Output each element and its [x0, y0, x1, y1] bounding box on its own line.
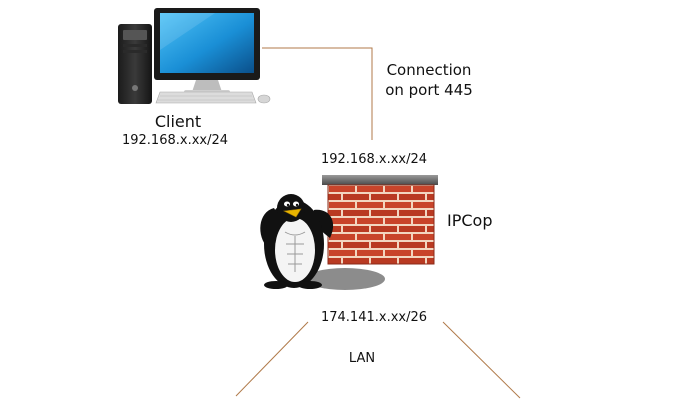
- monitor-screen: [160, 13, 254, 73]
- firewall-external-ip-label: 174.141.x.xx/26: [321, 310, 427, 325]
- client-ip-label: 192.168.x.xx/24: [122, 133, 228, 148]
- connection-label-line1: Connection: [387, 61, 472, 79]
- penguin-head: [277, 194, 305, 222]
- connector-lines: [235, 47, 521, 399]
- firewall-internal-ip-label: 192.168.x.xx/24: [321, 152, 427, 167]
- lan-label: LAN: [349, 351, 375, 366]
- client-label: Client: [155, 112, 201, 131]
- brick-wall-icon: [322, 175, 438, 265]
- desktop-computer-icon: [118, 8, 271, 104]
- penguin-beak: [282, 208, 302, 218]
- lan-link-left: [235, 321, 309, 397]
- tux-penguin-icon: [260, 194, 385, 290]
- firewall-name-label: IPCop: [447, 211, 492, 230]
- mouse: [257, 94, 271, 104]
- penguin-shadow: [305, 268, 385, 290]
- penguin-right-foot: [298, 281, 322, 289]
- brick-wall: [328, 185, 434, 264]
- lan-link-right: [442, 321, 521, 399]
- wall-cap: [322, 175, 438, 185]
- keyboard: [155, 91, 257, 104]
- connection-label-line2: on port 445: [385, 81, 473, 99]
- client-connection-line: [262, 47, 373, 140]
- penguin-left-foot: [264, 281, 288, 289]
